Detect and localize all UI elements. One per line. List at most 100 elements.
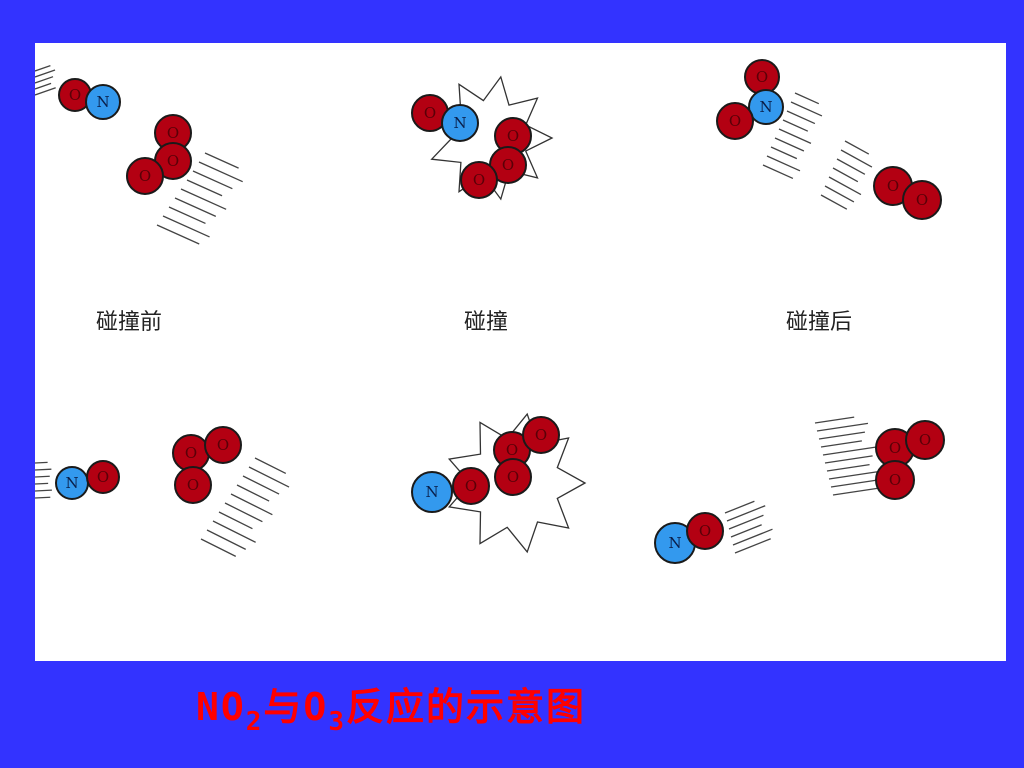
oxygen-atom-14: O — [902, 180, 942, 220]
motion-line — [212, 520, 256, 543]
atom-symbol: O — [919, 431, 931, 449]
motion-line — [824, 185, 855, 203]
atom-symbol: O — [465, 477, 477, 495]
atom-symbol: O — [167, 124, 179, 142]
motion-line — [822, 446, 876, 456]
oxygen-atom-13: O — [873, 166, 913, 206]
motion-line — [192, 170, 233, 190]
motion-line — [786, 110, 816, 125]
motion-line — [206, 529, 247, 550]
motion-line — [782, 119, 809, 132]
atom-symbol: O — [535, 426, 547, 444]
motion-line — [732, 528, 773, 546]
motion-line — [840, 149, 873, 168]
atom-symbol: O — [916, 191, 928, 209]
motion-line — [828, 470, 884, 480]
atom-symbol: N — [425, 483, 438, 501]
atom-symbol: O — [507, 127, 519, 145]
motion-line — [204, 152, 239, 169]
oxygen-atom-18: O — [204, 426, 242, 464]
motion-line — [844, 140, 870, 155]
oxygen-atom-0: O — [58, 78, 92, 112]
oxygen-atom-17: O — [172, 434, 210, 472]
atom-symbol: O — [889, 439, 901, 457]
atom-symbol: O — [506, 441, 518, 459]
motion-line — [35, 87, 56, 96]
nitrogen-atom-15: N — [55, 466, 89, 500]
nitrogen-atom-11: N — [748, 89, 784, 125]
nitrogen-atom-20: N — [411, 471, 453, 513]
motion-line — [242, 475, 280, 495]
caption-part2: 与O — [263, 685, 329, 729]
motion-lines — [35, 64, 884, 557]
caption-sub2: 3 — [328, 707, 346, 737]
nitrogen-atom-28: N — [654, 522, 696, 564]
atom-symbol: O — [729, 112, 741, 130]
motion-line — [35, 64, 51, 72]
atom-symbol: O — [69, 86, 81, 104]
motion-line — [198, 161, 243, 183]
atom-symbol: O — [889, 471, 901, 489]
motion-line — [168, 206, 206, 225]
atom-symbol: O — [185, 444, 197, 462]
motion-line — [35, 482, 49, 485]
atom-symbol: O — [502, 156, 514, 174]
motion-line — [218, 511, 253, 530]
atom-symbol: O — [699, 522, 711, 540]
motion-line — [236, 484, 270, 502]
caption-part1: NO — [196, 685, 246, 729]
caption-sub1: 2 — [245, 707, 264, 737]
atom-symbol: O — [187, 476, 199, 494]
motion-line — [180, 188, 227, 210]
atom-symbol: O — [424, 104, 436, 122]
atom-symbol: N — [668, 534, 681, 552]
label-after: 碰撞后 — [786, 310, 852, 335]
motion-line — [836, 158, 866, 175]
oxygen-atom-24: O — [494, 458, 532, 496]
motion-line — [826, 463, 870, 472]
motion-line — [730, 524, 762, 538]
oxygen-atom-2: O — [154, 114, 192, 152]
atom-symbol: O — [97, 468, 109, 486]
diagram-caption: NO2与O3反应的示意图 — [196, 676, 586, 737]
oxygen-atom-10: O — [744, 59, 780, 95]
oxygen-atom-29: O — [686, 512, 724, 550]
motion-line — [790, 101, 823, 117]
motion-line — [35, 69, 56, 78]
atom-symbol: O — [507, 468, 519, 486]
motion-line — [728, 514, 764, 530]
label-before: 碰撞前 — [96, 310, 162, 335]
nitrogen-atom-1: N — [85, 84, 121, 120]
motion-line — [820, 440, 862, 448]
motion-line — [35, 489, 52, 492]
atom-symbol: N — [96, 93, 109, 111]
motion-line — [186, 179, 223, 197]
motion-line — [224, 502, 263, 523]
oxygen-atom-21: O — [452, 467, 490, 505]
motion-line — [814, 416, 855, 424]
motion-line — [174, 197, 217, 217]
motion-line — [248, 466, 290, 488]
oxygen-atom-5: O — [411, 94, 449, 132]
oxygen-atom-9: O — [460, 161, 498, 199]
motion-line — [35, 76, 54, 84]
motion-line — [724, 500, 755, 514]
motion-line — [778, 128, 812, 144]
oxygen-atom-16: O — [86, 460, 120, 494]
caption-part3: 反应的示意图 — [345, 685, 586, 729]
motion-line — [766, 155, 801, 172]
motion-line — [828, 176, 862, 196]
atom-symbol: O — [473, 171, 485, 189]
atom-symbol: O — [167, 152, 179, 170]
motion-line — [832, 167, 859, 183]
motion-line — [35, 468, 52, 471]
atom-symbol: N — [759, 98, 772, 116]
motion-line — [820, 194, 848, 210]
atom-symbol: O — [887, 177, 899, 195]
motion-line — [818, 431, 866, 440]
oxygen-atom-12: O — [716, 102, 754, 140]
motion-line — [726, 505, 766, 522]
motion-line — [156, 224, 200, 245]
